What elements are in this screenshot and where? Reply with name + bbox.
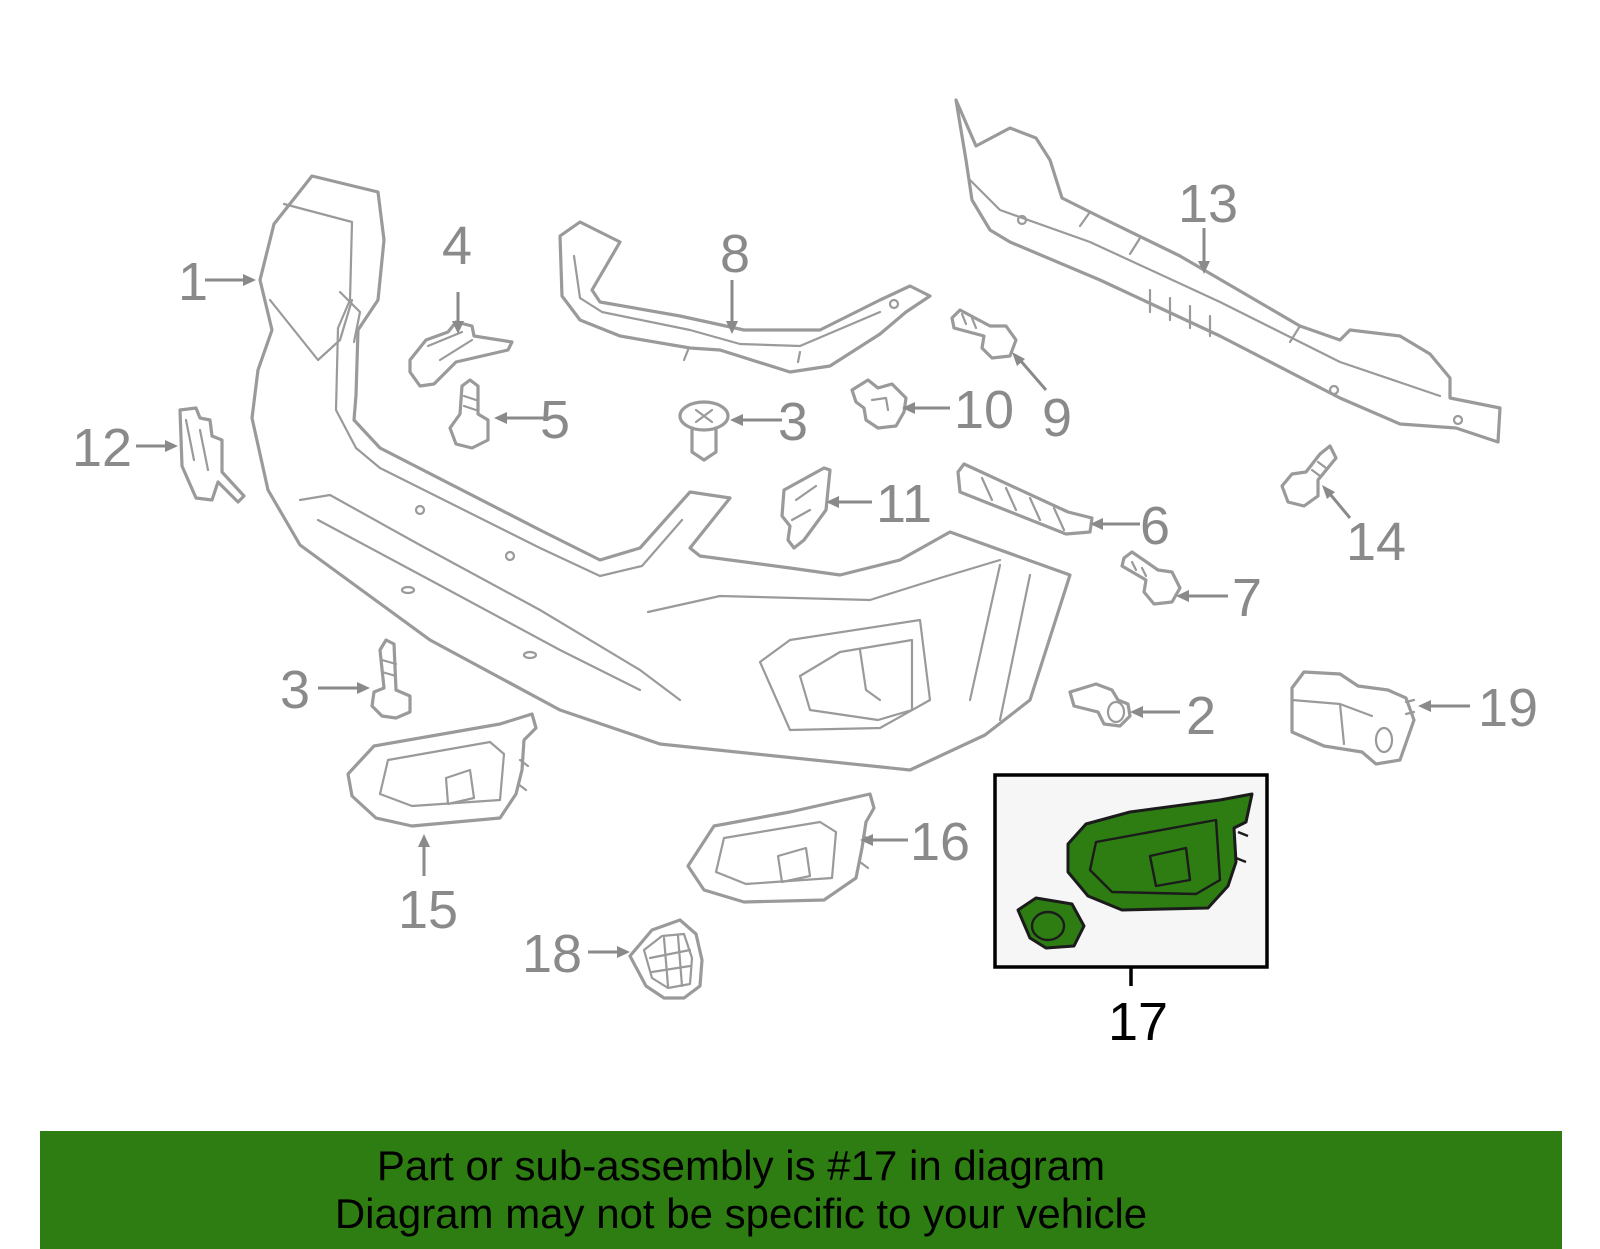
callout-7: 7	[1232, 568, 1262, 628]
callout-4: 4	[442, 216, 472, 276]
part-3-bolt-lower[interactable]	[370, 638, 412, 720]
part-2-clip[interactable]	[1068, 682, 1132, 728]
callout-13: 13	[1178, 174, 1238, 234]
callout-15: 15	[398, 880, 458, 940]
callout-11: 11	[876, 474, 932, 534]
banner-line-1: Part or sub-assembly is #17 in diagram	[376, 1142, 1106, 1189]
part-9-bolt[interactable]	[950, 308, 1018, 360]
info-banner: Part or sub-assembly is #17 in diagram D…	[40, 1131, 1562, 1249]
banner-line-2: Diagram may not be specific to your vehi…	[334, 1190, 1148, 1237]
callout-5: 5	[540, 390, 570, 450]
part-4-bracket[interactable]	[408, 320, 514, 388]
part-1-bumper-cover[interactable]	[250, 174, 1072, 772]
part-6-bracket[interactable]	[956, 462, 1094, 536]
callout-3-lower: 3	[280, 660, 310, 720]
callout-14: 14	[1346, 512, 1406, 572]
callout-8: 8	[720, 224, 750, 284]
callout-3-upper: 3	[778, 392, 808, 452]
part-10-nut[interactable]	[850, 378, 908, 430]
part-13-reinforcement[interactable]	[954, 98, 1502, 444]
part-8-absorber[interactable]	[558, 220, 932, 374]
callout-18: 18	[522, 924, 582, 984]
part-3-push-clip-upper[interactable]	[678, 400, 730, 462]
part-12-bracket[interactable]	[178, 406, 246, 504]
part-16-fog-bezel-right[interactable]	[686, 792, 876, 904]
part-11-bracket[interactable]	[780, 466, 832, 550]
callout-2: 2	[1186, 686, 1216, 746]
callout-19: 19	[1478, 678, 1538, 738]
part-17-highlight-box[interactable]	[993, 773, 1269, 969]
callout-17: 17	[1108, 992, 1168, 1052]
part-5-bolt[interactable]	[448, 378, 490, 450]
callout-16: 16	[910, 812, 970, 872]
callout-6: 6	[1140, 496, 1170, 556]
part-15-fog-bezel-left[interactable]	[346, 712, 538, 828]
part-17-fog-lamp-assembly[interactable]	[1016, 792, 1254, 950]
part-19-sensor[interactable]	[1290, 670, 1416, 766]
part-7-bolt[interactable]	[1120, 550, 1182, 606]
part-18-grille-cover[interactable]	[628, 918, 704, 1000]
part-14-bolt[interactable]	[1280, 444, 1338, 508]
callout-9: 9	[1042, 388, 1072, 448]
parts-diagram: 1 2 3 3 4 5 6 7 8 9 10 11 12 13 14 15 16…	[72, 98, 1538, 1052]
callout-12: 12	[72, 418, 132, 478]
callout-10: 10	[954, 380, 1014, 440]
callout-1: 1	[178, 252, 208, 312]
